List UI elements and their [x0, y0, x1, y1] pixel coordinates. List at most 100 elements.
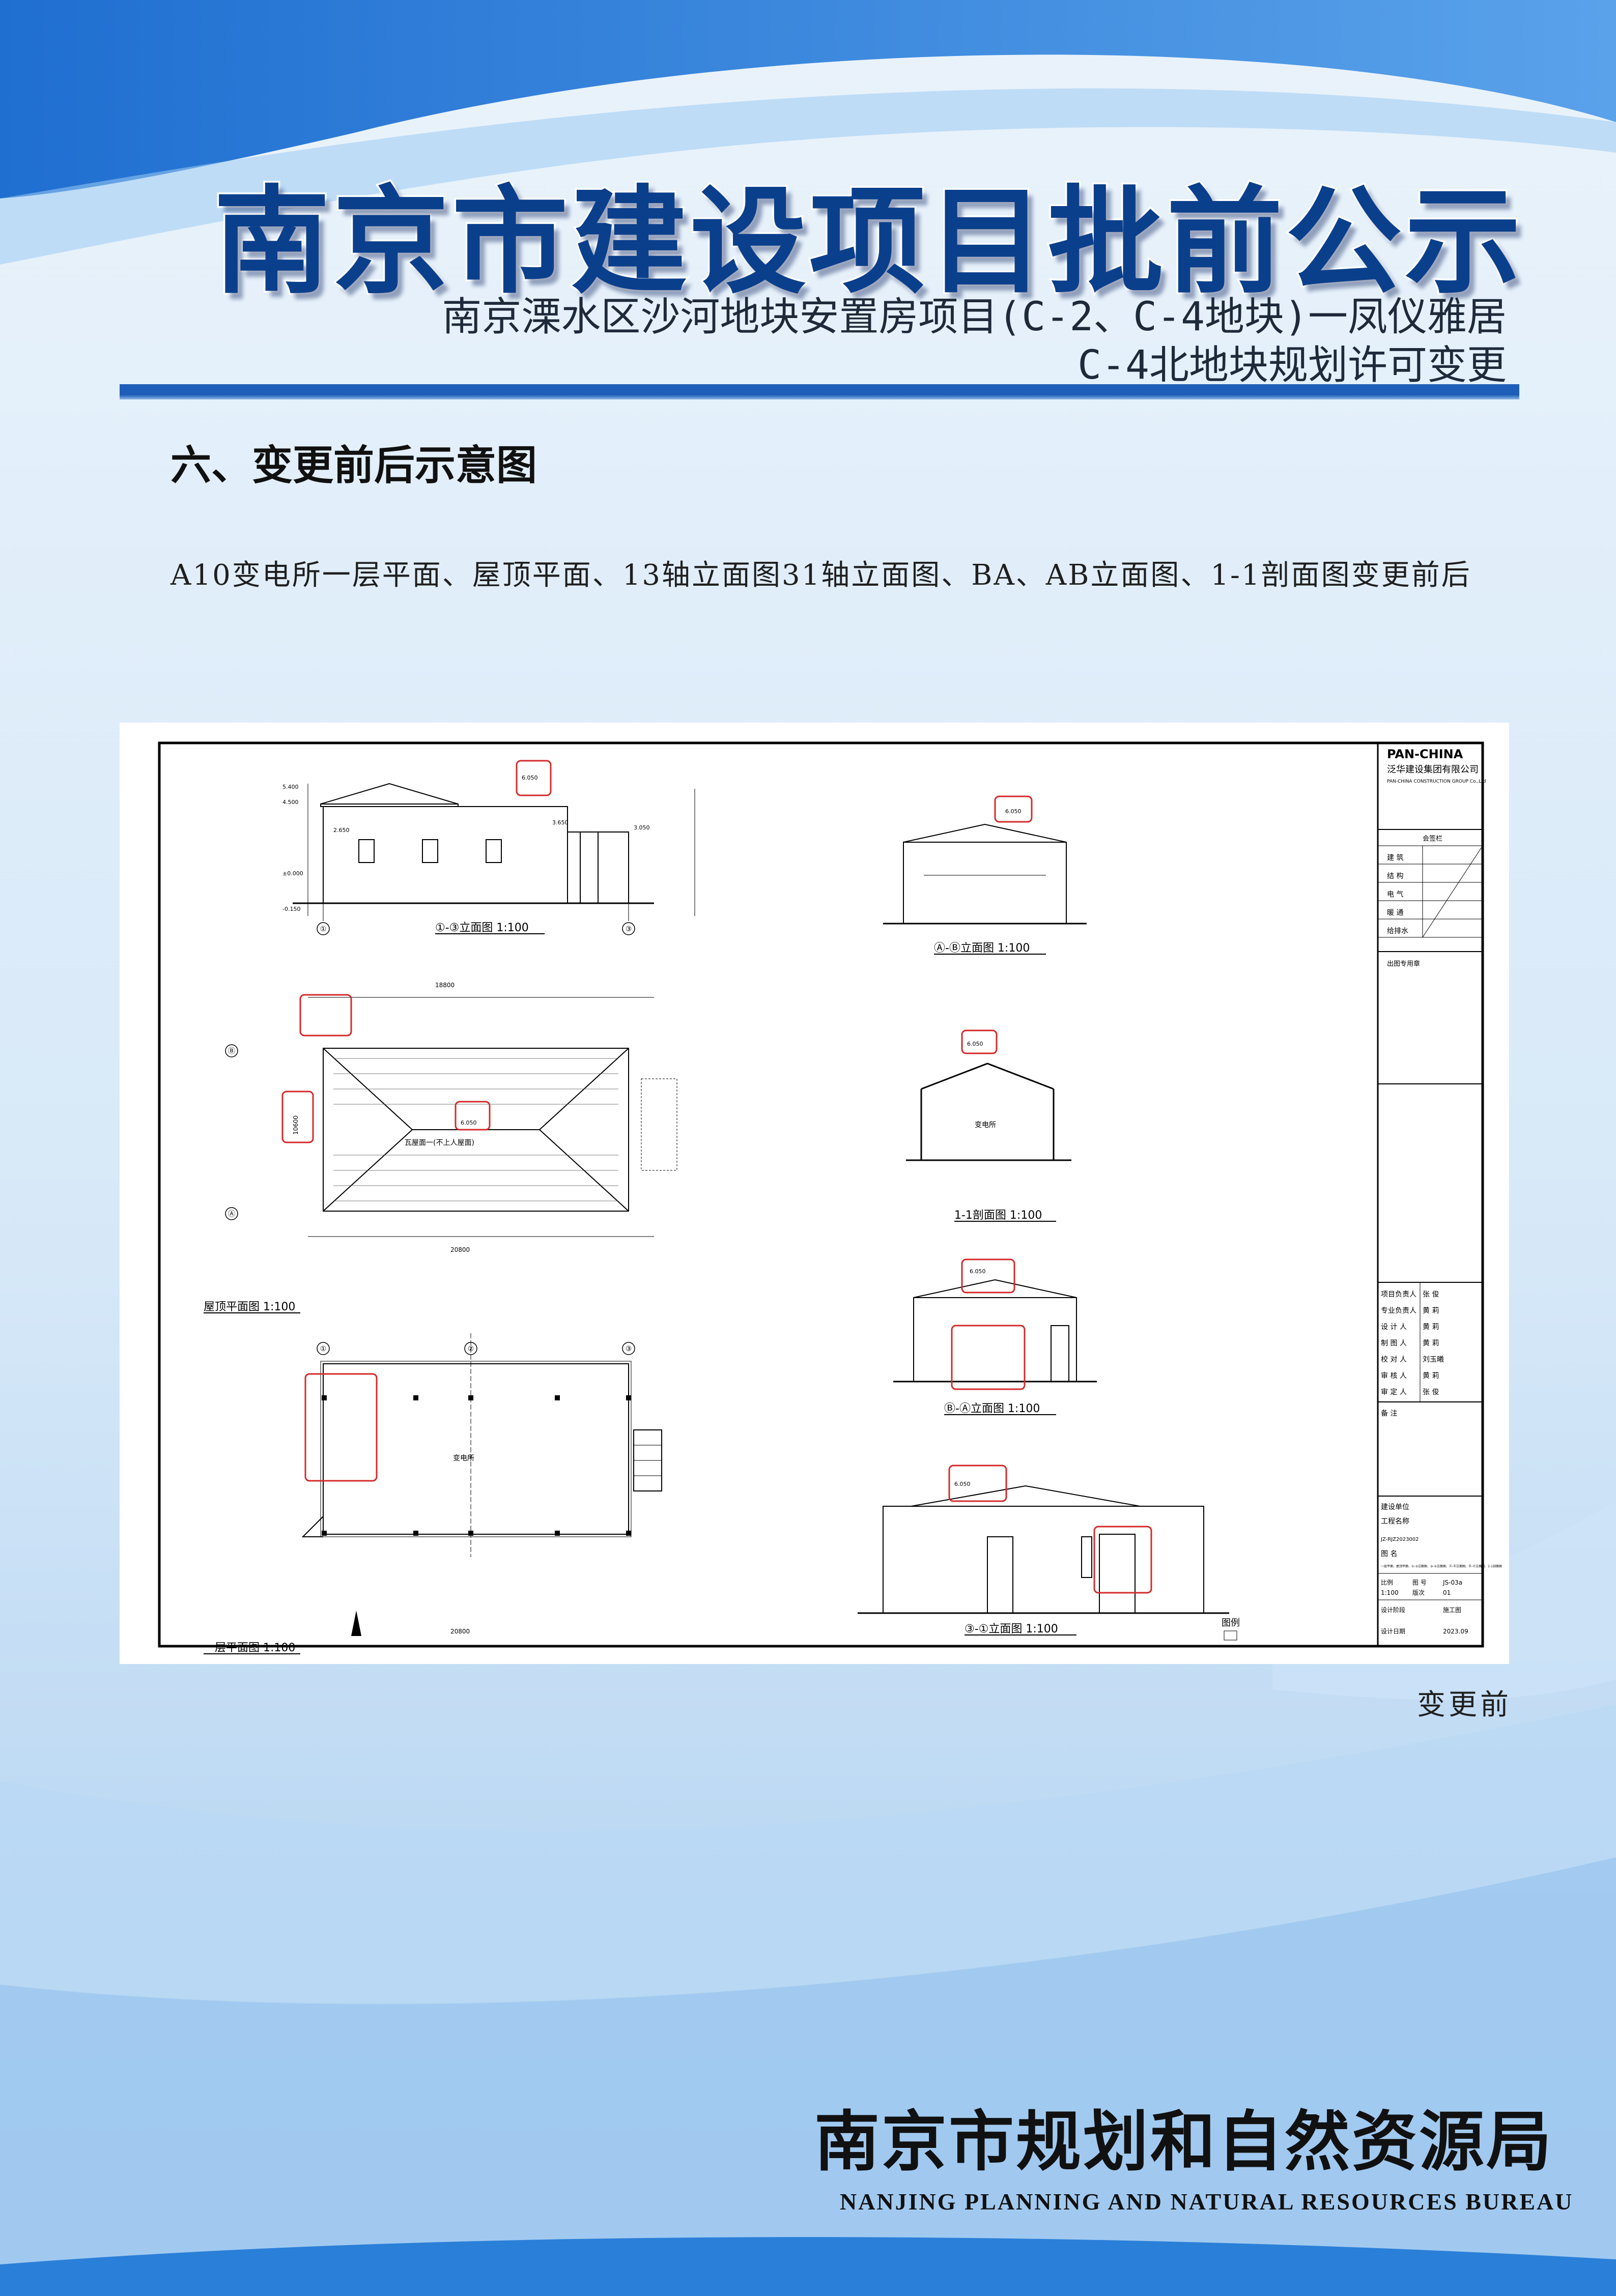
discipline-item: 结 构 [1387, 872, 1403, 880]
dimension-label: 20800 [450, 1628, 470, 1635]
discipline-item: 电 气 [1387, 891, 1403, 899]
drawing-no-label: 图 号 [1412, 1579, 1427, 1586]
note-label: 备 注 [1381, 1409, 1397, 1418]
room-label: 变电所 [975, 1121, 996, 1129]
discipline-item: 建 筑 [1387, 854, 1403, 862]
stamp-title: 出图专用章 [1387, 960, 1420, 968]
axis-marker [317, 922, 330, 935]
drawing-no: JS-03a [1442, 1579, 1462, 1586]
level-label: 6.050 [967, 1041, 983, 1047]
role-name: 张 俊 [1423, 1290, 1439, 1299]
elevation-A-B [883, 823, 1087, 925]
architectural-drawing: PAN-CHINA 泛华建设集团有限公司 PAN-CHINA CONSTRUCT… [120, 723, 1509, 1664]
axis-marker [225, 1044, 238, 1057]
change-highlight [961, 1258, 1015, 1294]
project-subtitle-line2: C-4北地块规划许可变更 [1078, 342, 1507, 388]
north-arrow-icon [351, 1611, 361, 1636]
view-title: ①-③立面图 1:100 [435, 922, 529, 934]
role-name: 张 俊 [1423, 1388, 1439, 1396]
change-highlight [455, 1101, 491, 1131]
date-label: 设计日期 [1381, 1628, 1405, 1635]
view-title: Ⓑ-Ⓐ立面图 1:100 [944, 1402, 1040, 1415]
change-highlight [304, 1373, 378, 1482]
change-highlight [951, 1325, 1026, 1390]
view-title: 1-1剖面图 1:100 [954, 1209, 1042, 1222]
section-heading: 六、变更前后示意图 [171, 442, 537, 489]
elevation-B-A [893, 1279, 1097, 1383]
change-highlight [1093, 1526, 1152, 1594]
version-value: 01 [1443, 1589, 1451, 1596]
level-label: 3.050 [634, 824, 650, 831]
footer-organization-en: NANJING PLANNING AND NATURAL RESOURCES B… [840, 2189, 1574, 2215]
role-label: 制 图 人 [1381, 1339, 1407, 1347]
level-label: 6.050 [1005, 808, 1022, 815]
change-highlight [994, 795, 1033, 823]
drawing-name-label: 图 名 [1381, 1550, 1397, 1558]
level-label: 6.050 [970, 1268, 986, 1275]
level-label: 4.500 [282, 799, 299, 806]
client-label: 建设单位 [1381, 1503, 1409, 1511]
roof-note: 瓦屋面一(不上人屋面) [405, 1139, 474, 1147]
level-label: 2.650 [333, 827, 350, 834]
role-label: 设 计 人 [1381, 1323, 1407, 1331]
role-label: 审 核 人 [1381, 1372, 1407, 1380]
project-name-label: 工程名称 [1381, 1517, 1409, 1526]
floor-plan-columns [322, 1395, 631, 1536]
scale-label: 比例 [1381, 1579, 1393, 1586]
level-label: 6.050 [522, 774, 538, 781]
role-label: 项目负责人 [1381, 1290, 1416, 1299]
drawing-frame [158, 741, 1484, 1648]
axis-marker [622, 922, 635, 935]
discipline-item: 给排水 [1387, 927, 1408, 935]
change-highlight [961, 1029, 998, 1054]
axis-label: ② [468, 1345, 474, 1353]
date-value: 2023.09 [1443, 1628, 1468, 1635]
axis-label: ① [320, 1345, 327, 1353]
change-highlight [281, 1090, 314, 1143]
roof-hatching [333, 1058, 618, 1201]
level-label: ±0.000 [282, 870, 303, 877]
company-name-cn: 泛华建设集团有限公司 [1387, 764, 1479, 775]
axis-marker [317, 1342, 330, 1355]
level-label: 3.650 [552, 819, 569, 826]
axis-label: Ⓑ [228, 1047, 235, 1055]
axis-label: ① [320, 925, 327, 933]
version-label: 版次 [1412, 1589, 1425, 1596]
view-title: ③-①立面图 1:100 [965, 1623, 1058, 1635]
page-title: 南京市建设项目批前公示 [212, 171, 1524, 311]
role-list: 项目负责人 张 俊 专业负责人 黄 莉 设 计 人 黄 莉 制 图 人 黄 莉 … [1381, 1282, 1444, 1402]
image-caption: 变更前 [1417, 1688, 1512, 1721]
view-title: Ⓐ-Ⓑ立面图 1:100 [934, 942, 1030, 955]
company-name-en-full: PAN-CHINA CONSTRUCTION GROUP Co.,Ltd [1387, 779, 1486, 784]
role-name: 黄 莉 [1423, 1339, 1439, 1347]
discipline-list: 建 筑 结 构 电 气 暖 通 给排水 [1378, 845, 1483, 938]
view-title: 屋顶平面图 1:100 [204, 1301, 295, 1313]
role-label: 校 对 人 [1381, 1355, 1407, 1364]
scale-value: 1:100 [1381, 1589, 1399, 1596]
role-name: 黄 莉 [1423, 1371, 1439, 1380]
sign-title: 会签栏 [1423, 835, 1442, 843]
axis-marker [225, 1207, 238, 1220]
footer-organization: 南京市规划和自然资源局 [814, 2104, 1554, 2180]
role-name: 黄 莉 [1423, 1323, 1439, 1331]
dimension-label: 10600 [292, 1115, 299, 1135]
floor-plan [301, 1333, 662, 1557]
view-title: 一层平面图 1:100 [204, 1642, 295, 1654]
axis-marker [464, 1342, 477, 1355]
dimension-label: 18800 [435, 982, 455, 989]
axis-label: Ⓐ [228, 1210, 235, 1218]
discipline-item: 暖 通 [1387, 909, 1403, 917]
drawing-name: 一层平面、屋顶平面、①-③立面图、③-①立面图、Ⓐ-Ⓑ立面图、Ⓑ-Ⓐ立面图、1-… [1381, 1564, 1502, 1568]
axis-label: ③ [626, 925, 632, 933]
section-1-1 [906, 1063, 1071, 1161]
legend: 图例 [1222, 1618, 1240, 1641]
level-label: -0.150 [282, 906, 300, 912]
axis-label: ③ [626, 1345, 632, 1353]
change-highlight [299, 994, 352, 1037]
room-label: 变电所 [453, 1454, 474, 1462]
dimension-label: 20800 [450, 1246, 470, 1253]
role-name: 黄 莉 [1423, 1306, 1439, 1315]
project-code: JZ-RJZ2023002 [1380, 1537, 1419, 1542]
level-label: 6.050 [954, 1481, 971, 1487]
change-highlight [948, 1465, 1007, 1502]
